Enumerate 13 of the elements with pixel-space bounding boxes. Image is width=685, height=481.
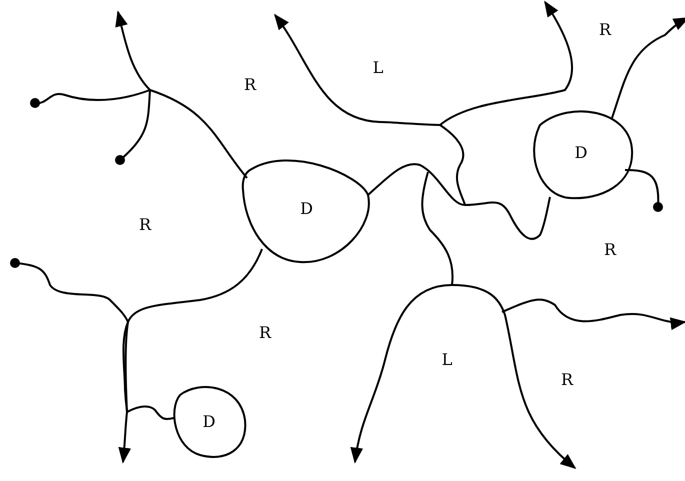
region-label: R [604, 242, 616, 258]
blob-label: D [300, 200, 313, 216]
region-label: L [442, 352, 452, 368]
curve-connector [367, 163, 551, 240]
region-label: R [560, 372, 574, 388]
region-label: L [372, 60, 384, 76]
region-label: R [258, 325, 272, 341]
blob-label: D [202, 414, 216, 430]
region-label: R [244, 77, 256, 93]
blob-label: D [574, 145, 588, 161]
region-label: R [598, 22, 612, 38]
curve-connector [122, 248, 263, 420]
region-label: R [138, 217, 152, 233]
